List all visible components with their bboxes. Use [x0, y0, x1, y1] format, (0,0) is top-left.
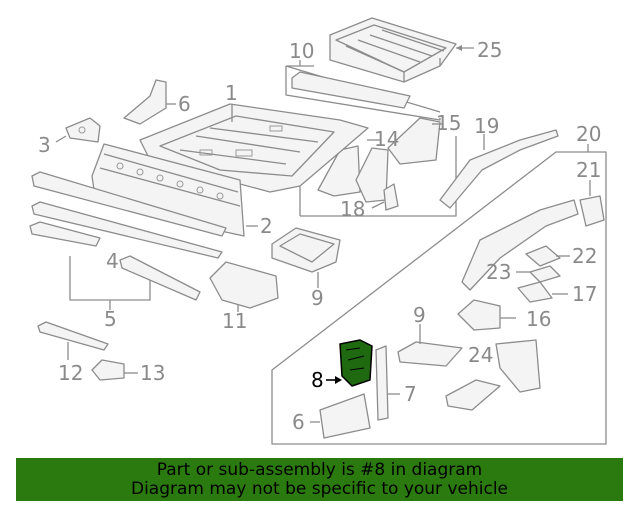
callout-5: 5 [104, 307, 117, 331]
callout-6-upper: 6 [178, 92, 191, 116]
callout-9-lower: 9 [413, 303, 426, 327]
part-6-upper-bracket [123, 79, 167, 125]
callout-7: 7 [404, 382, 417, 406]
callout-21: 21 [576, 158, 601, 182]
callout-24: 24 [468, 343, 493, 367]
callout-3: 3 [38, 133, 51, 157]
exploded-parts-diagram: 1 2 3 4 5 6 6 7 8 9 9 10 11 12 13 14 15 … [29, 17, 607, 445]
part-17-bracket [517, 281, 553, 303]
part-4-rails [29, 171, 227, 301]
part-2-crossmember [91, 143, 245, 237]
callout-20: 20 [576, 122, 601, 146]
callout-18: 18 [340, 197, 365, 221]
callout-17: 17 [572, 282, 597, 306]
callout-15: 15 [436, 111, 461, 135]
callout-19: 19 [474, 114, 499, 138]
part-19-rail [439, 129, 559, 209]
callout-1: 1 [225, 81, 238, 105]
callout-25: 25 [477, 38, 502, 62]
part-floor-bracket [445, 379, 501, 411]
part-22-plate [525, 245, 561, 267]
part-25-rear-tray [329, 17, 457, 83]
part-12-sill [37, 321, 109, 351]
callout-10: 10 [289, 39, 314, 63]
part-8-highlighted[interactable] [339, 339, 373, 387]
part-13-clip [91, 359, 125, 381]
callout-14: 14 [374, 127, 399, 151]
banner-line-1: Part or sub-assembly is #8 in diagram [156, 460, 483, 480]
info-banner: Part or sub-assembly is #8 in diagram Di… [16, 458, 623, 501]
callout-22: 22 [572, 244, 597, 268]
callout-4: 4 [106, 249, 119, 273]
callout-9-upper: 9 [311, 286, 324, 310]
callout-11: 11 [222, 309, 247, 333]
callout-16: 16 [526, 307, 551, 331]
part-16-box [457, 299, 501, 331]
callout-6-lower: 6 [292, 410, 305, 434]
group-20-rear-structure [271, 151, 607, 445]
callout-12: 12 [58, 361, 83, 385]
part-11-support [209, 261, 279, 309]
part-23-plate [529, 265, 561, 283]
group-10-rear-panel [285, 60, 457, 217]
part-6-lower-panel [319, 393, 371, 439]
part-9-upper-tray [271, 227, 341, 273]
part-24-panel [495, 339, 541, 393]
part-7-strip [375, 345, 389, 421]
callout-13: 13 [140, 361, 165, 385]
callout-2: 2 [260, 214, 273, 238]
callout-8: 8 [311, 368, 324, 392]
part-9-lower-tray [397, 341, 463, 367]
part-rear-rail-assembly [461, 199, 579, 291]
callout-23: 23 [486, 260, 511, 284]
part-21-bracket [579, 195, 605, 227]
part-3-bracket [65, 117, 101, 143]
banner-line-2: Diagram may not be specific to your vehi… [130, 479, 508, 499]
